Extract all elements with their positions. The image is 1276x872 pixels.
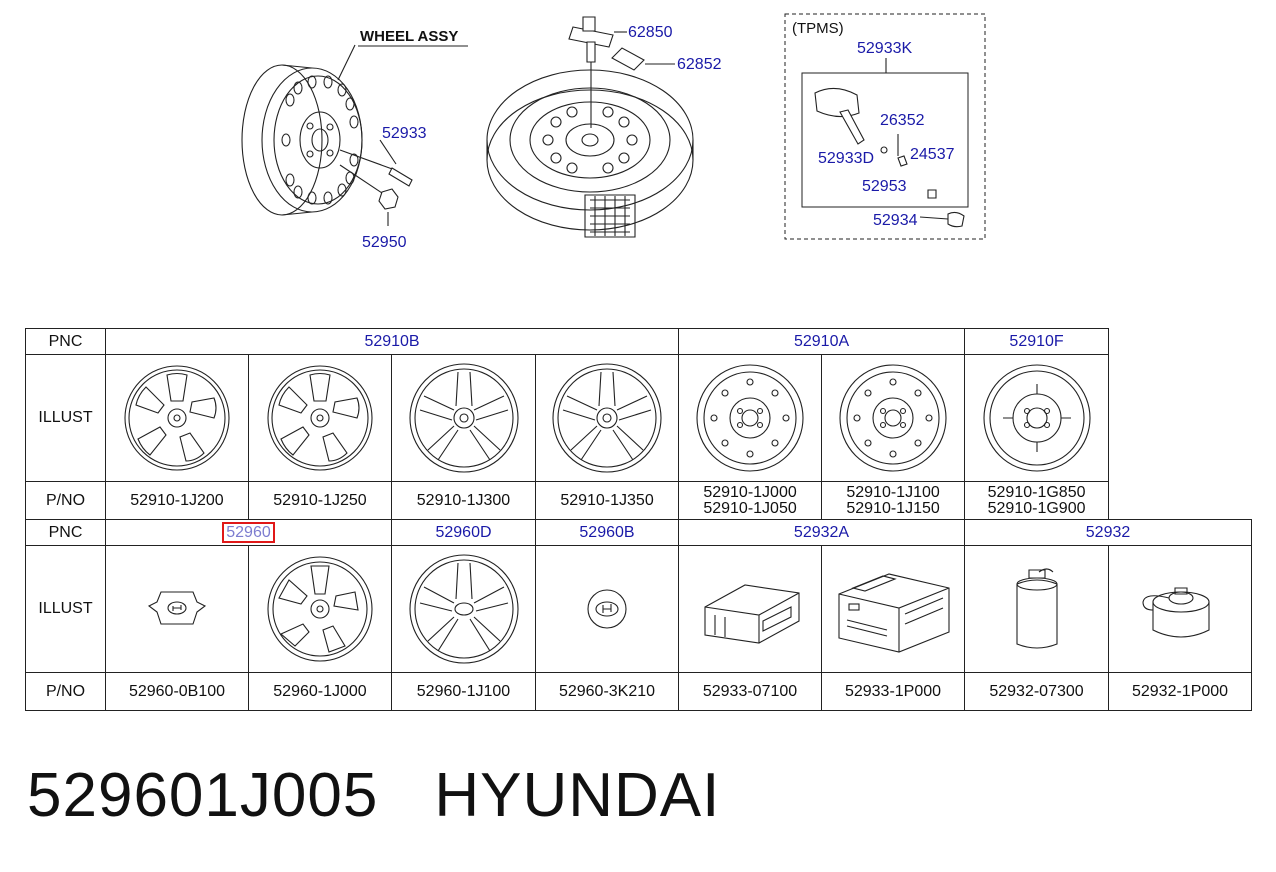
wheel-cover-icon: [267, 556, 373, 662]
tpms-sensor-drawing: [814, 87, 965, 228]
part-title: 529601J005 HYUNDAI: [27, 760, 776, 831]
illust-header: ILLUST: [25, 545, 106, 673]
illust-steel-wheel-1[interactable]: [678, 354, 823, 482]
part-number: 52910-1J200: [130, 491, 224, 509]
sealant-bottle-icon: [1015, 568, 1058, 649]
pnc-header: PNC: [25, 519, 106, 546]
part-number: 52910-1G850: [987, 483, 1086, 501]
alloy-wheel-5-spoke-icon: [124, 365, 230, 471]
steel-wheel-icon: [839, 364, 947, 472]
alloy-wheel-5-spoke-icon: [267, 365, 373, 471]
illust-steel-wheel-3[interactable]: [964, 354, 1110, 482]
part-number: 52910-1G900: [987, 499, 1086, 517]
pnc-52960b[interactable]: 52960B: [535, 519, 679, 546]
callout-52953[interactable]: 52953: [862, 178, 907, 195]
callout-62850[interactable]: 62850: [628, 24, 673, 41]
pno-header: P/NO: [25, 672, 106, 711]
tpms-group-frame: [784, 13, 986, 240]
part-number: 52910-1J300: [416, 491, 511, 509]
alloy-wheel-10-spoke-icon: [552, 363, 662, 473]
callout-62852[interactable]: 62852: [677, 56, 722, 73]
pnc-52960-highlight[interactable]: 52960: [222, 521, 275, 543]
pnc-52910b[interactable]: 52910B: [104, 328, 680, 355]
wheel-cover-icon: [408, 554, 519, 664]
part-number-title: 529601J005: [27, 761, 379, 830]
pno-52960-0b100[interactable]: 52960-0B100: [105, 672, 249, 711]
illust-sealant-bottle[interactable]: [964, 545, 1110, 673]
illust-hub-emblem[interactable]: [535, 545, 679, 673]
illust-wheel-cover-1[interactable]: [248, 545, 392, 673]
steel-wheel-icon: [696, 364, 804, 472]
steel-wheel-icon: [983, 364, 1091, 472]
illust-header: ILLUST: [25, 354, 106, 482]
callout-52933[interactable]: 52933: [382, 125, 427, 142]
illust-sealant-container[interactable]: [1108, 545, 1253, 673]
tpms-label: (TPMS): [792, 20, 844, 37]
callout-26352[interactable]: 26352: [880, 112, 925, 129]
callout-52933k[interactable]: 52933K: [857, 40, 912, 57]
pnc-52910a[interactable]: 52910A: [678, 328, 966, 355]
pno-52910-1j300[interactable]: 52910-1J300: [391, 481, 536, 520]
illust-alloy-wheel-1[interactable]: [105, 354, 249, 482]
part-number: 52910-1J350: [560, 491, 654, 509]
part-number: 52910-1J000: [703, 483, 797, 501]
pnc-52910f[interactable]: 52910F: [964, 328, 1110, 355]
pnc-52960[interactable]: 52960: [105, 519, 392, 546]
illust-alloy-wheel-4[interactable]: [534, 354, 680, 482]
callout-52934[interactable]: 52934: [873, 212, 918, 229]
pnc-header: PNC: [25, 328, 106, 355]
part-number: 52910-1J150: [846, 499, 940, 517]
pno-52933-07100[interactable]: 52933-07100: [678, 672, 822, 711]
pnc-52932a[interactable]: 52932A: [677, 519, 966, 546]
tire-repair-kit-icon: [704, 584, 800, 644]
pnc-52960d[interactable]: 52960D: [391, 519, 536, 546]
wheel-assy-label: WHEEL ASSY: [360, 28, 458, 45]
alloy-wheel-10-spoke-icon: [408, 363, 519, 473]
illust-steel-wheel-2[interactable]: [821, 354, 966, 482]
pno-52910-1j250[interactable]: 52910-1J250: [248, 481, 392, 520]
brand-name: HYUNDAI: [434, 761, 721, 830]
pno-52960-3k210[interactable]: 52960-3K210: [535, 672, 679, 711]
exploded-diagram: WHEEL ASSY 52933 52950 62850 62852 (TPMS…: [241, 13, 986, 251]
pno-header: P/NO: [25, 481, 106, 520]
pno-52910-1j200[interactable]: 52910-1J200: [105, 481, 249, 520]
illust-tire-repair-kit-1[interactable]: [678, 545, 822, 673]
tpms-kit-frame: [801, 72, 969, 208]
callout-52933d[interactable]: 52933D: [818, 150, 874, 167]
spare-tire-drawing: [486, 16, 694, 238]
pno-52910-1j350[interactable]: 52910-1J350: [534, 481, 680, 520]
illust-alloy-wheel-2[interactable]: [248, 354, 392, 482]
illust-wheel-cover-2[interactable]: [391, 545, 536, 673]
hub-emblem-icon: [587, 589, 627, 629]
illust-tire-repair-kit-2[interactable]: [820, 545, 966, 673]
accessory-parts-table: PNC 52960 52960D 52960B 52932A 52932 ILL…: [25, 519, 1253, 711]
callout-52950[interactable]: 52950: [362, 234, 407, 251]
part-number: 52910-1J100: [846, 483, 940, 501]
compressor-kit-icon: [838, 573, 950, 653]
illust-center-cap[interactable]: [105, 545, 249, 673]
pno-52960-1j100[interactable]: 52960-1J100: [391, 672, 536, 711]
illust-alloy-wheel-3[interactable]: [391, 354, 536, 482]
pnc-52932[interactable]: 52932: [964, 519, 1253, 546]
pno-52932-1p000[interactable]: 52932-1P000: [1108, 672, 1253, 711]
callout-24537[interactable]: 24537: [910, 146, 955, 163]
part-number: 52910-1J050: [703, 499, 797, 517]
pno-52932-07300[interactable]: 52932-07300: [964, 672, 1110, 711]
sealant-container-icon: [1142, 587, 1210, 638]
pno-52933-1p000[interactable]: 52933-1P000: [820, 672, 966, 711]
part-number: 52910-1J250: [273, 491, 367, 509]
wheel-parts-table: PNC 52910B 52910A 52910F ILLUST: [25, 328, 1110, 520]
center-cap-icon: [147, 591, 207, 625]
pno-52960-1j000[interactable]: 52960-1J000: [248, 672, 392, 711]
wheel-assy-drawing: [241, 44, 413, 226]
